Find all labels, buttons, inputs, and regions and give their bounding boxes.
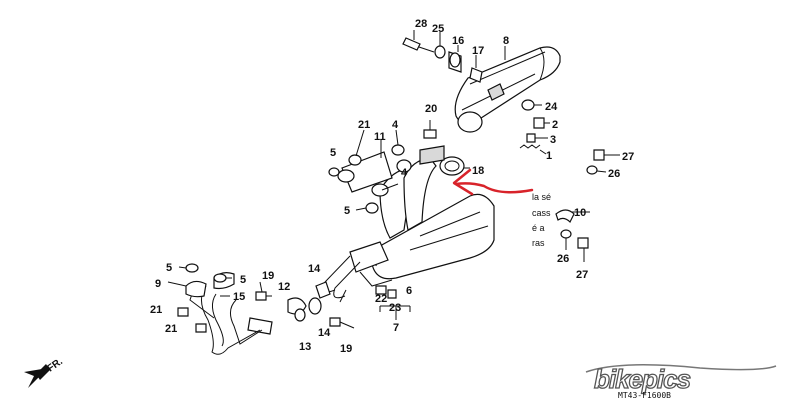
callout-7: 7 xyxy=(393,322,399,334)
front-down-pipes xyxy=(167,255,361,355)
note-line-2: cass xyxy=(532,208,551,218)
callout-5-left: 5 xyxy=(166,262,172,274)
callout-16: 16 xyxy=(452,35,464,47)
callout-1: 1 xyxy=(546,150,552,162)
callout-10: 10 xyxy=(574,207,586,219)
exhaust-joint-gasket xyxy=(423,120,470,176)
callout-22: 22 xyxy=(375,293,387,305)
handwritten-note: la sé cass é a ras xyxy=(532,192,551,248)
callout-21-mid: 21 xyxy=(150,304,162,316)
callout-19-left: 19 xyxy=(262,270,274,282)
callout-9: 9 xyxy=(155,278,161,290)
note-line-3: é a xyxy=(532,223,545,233)
callout-5-upper: 5 xyxy=(330,147,336,159)
note-line-4: ras xyxy=(532,238,545,248)
callout-8: 8 xyxy=(503,35,509,47)
callout-26-upper: 26 xyxy=(608,168,620,180)
callout-25: 25 xyxy=(432,23,444,35)
callout-4-upper: 4 xyxy=(392,119,399,131)
callout-6: 6 xyxy=(406,285,412,297)
callout-28: 28 xyxy=(415,18,427,30)
callout-24: 24 xyxy=(545,101,558,113)
callout-13: 13 xyxy=(299,341,311,353)
part-callouts: 28 25 16 17 8 24 2 3 1 20 21 11 4 4 5 5 … xyxy=(150,18,634,355)
callout-18: 18 xyxy=(472,165,484,177)
callout-2: 2 xyxy=(552,119,558,131)
right-bracket-bolts xyxy=(555,149,620,262)
callout-20: 20 xyxy=(425,103,437,115)
bikepics-watermark: bikepics xyxy=(585,363,777,395)
callout-3: 3 xyxy=(550,134,556,146)
callout-21-lower: 21 xyxy=(165,323,177,335)
callout-27-lower: 27 xyxy=(576,269,588,281)
callout-21-upper: 21 xyxy=(358,119,370,131)
exhaust-chamber xyxy=(349,145,495,287)
callout-12: 12 xyxy=(278,281,290,293)
diagram-code: MT43-F1600B xyxy=(618,391,671,400)
callout-23: 23 xyxy=(389,302,401,314)
note-line-1: la sé xyxy=(532,192,551,202)
front-direction-arrow: FR. xyxy=(24,356,65,388)
callout-11: 11 xyxy=(374,131,386,143)
callout-14-upper: 14 xyxy=(308,263,321,275)
front-label: FR. xyxy=(45,356,65,374)
callout-15: 15 xyxy=(233,291,245,303)
muffler-small-parts xyxy=(519,99,550,155)
callout-5-right: 5 xyxy=(240,274,246,286)
callout-27-upper: 27 xyxy=(622,151,634,163)
watermark-logo: bikepics xyxy=(594,364,691,394)
annotation-arrow xyxy=(452,168,534,196)
callout-17: 17 xyxy=(472,45,484,57)
muffler xyxy=(454,46,561,133)
callout-14-lower: 14 xyxy=(318,327,331,339)
callout-5-middle: 5 xyxy=(344,205,350,217)
muffler-mount-hardware xyxy=(402,30,506,83)
callout-26-lower: 26 xyxy=(557,253,569,265)
upper-bracket xyxy=(328,129,412,214)
lower-hardware xyxy=(329,285,411,329)
callout-4-lower: 4 xyxy=(401,167,408,179)
callout-19-lower: 19 xyxy=(340,343,352,355)
